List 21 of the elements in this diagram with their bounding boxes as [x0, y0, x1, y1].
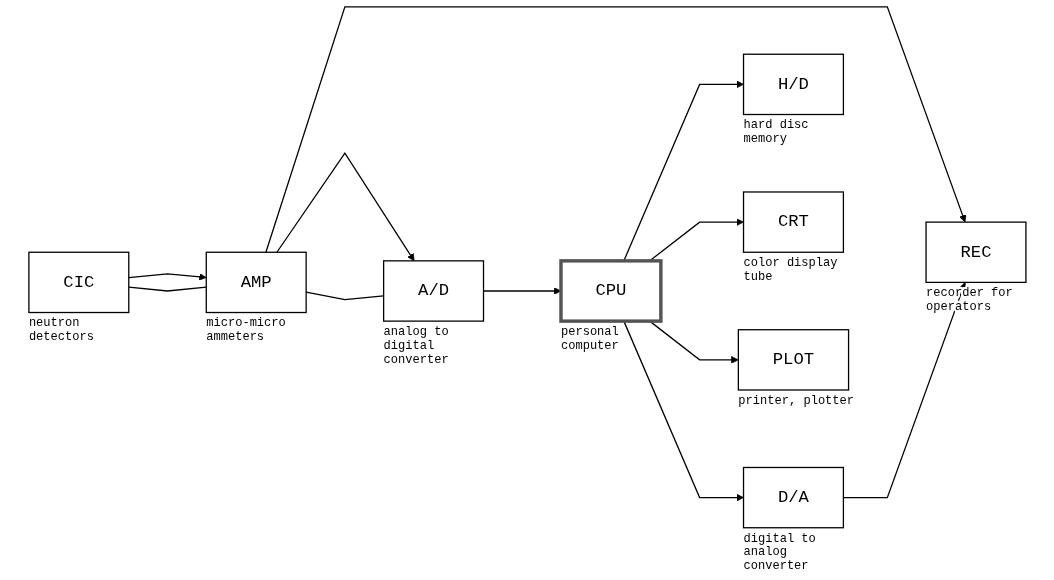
- node-caption: printer, plotter: [737, 393, 854, 408]
- arrow: [842, 282, 966, 499]
- node-box: CIC: [27, 251, 129, 314]
- node-caption: personal computer: [560, 324, 619, 353]
- node-box: REC: [925, 221, 1027, 284]
- node-box: PLOT: [737, 329, 849, 391]
- node-box: H/D: [742, 53, 844, 116]
- node-box: CRT: [742, 191, 844, 253]
- node-box: AMP: [205, 251, 307, 314]
- node-box: A/D: [382, 260, 484, 322]
- arrow: [264, 6, 966, 253]
- node-box: D/A: [742, 466, 844, 529]
- node-caption: micro-micro ammeters: [205, 316, 286, 345]
- node-caption: neutron detectors: [28, 316, 94, 345]
- node-caption: digital to analog converter: [743, 531, 816, 574]
- node-caption: color display tube: [743, 256, 838, 284]
- node-box: CPU: [558, 259, 663, 323]
- connector: [305, 291, 384, 301]
- node-caption: hard disc memory: [743, 118, 809, 147]
- node-caption: analog to digital converter: [383, 324, 449, 367]
- arrow: [275, 152, 415, 262]
